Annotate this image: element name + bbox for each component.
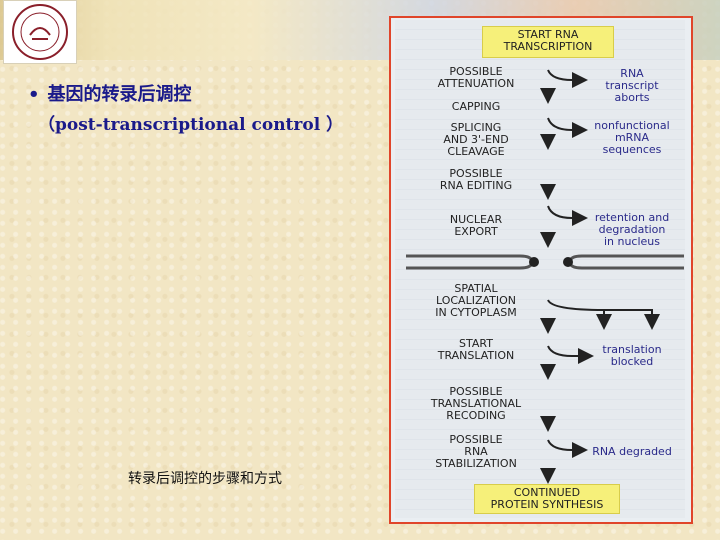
step-capping: CAPPING [451,100,501,113]
step-nuclear-export: NUCLEAR EXPORT [449,213,503,238]
start-transcription-box: START RNA TRANSCRIPTION [482,26,614,58]
outcome-translation-blocked: translation blocked [602,343,662,368]
figure-caption: 转录后调控的步骤和方式 [128,471,282,487]
branch-splicing [547,117,588,138]
step-start-translation: START TRANSLATION [437,337,515,362]
title-text: 基因的转录后调控 [47,84,192,105]
outcome-rna-degraded: RNA degraded [592,445,672,458]
continued-protein-synthesis-box: CONTINUED PROTEIN SYNTHESIS [474,484,620,514]
step-spatial-localization: SPATIAL LOCALIZATION IN CYTOPLASM [435,282,517,319]
outcome-nonfunctional-mrna: nonfunctional mRNA sequences [594,119,670,156]
university-logo [3,0,77,64]
nuclear-membrane-left [406,254,534,270]
outcome-transcript-aborts: RNA transcript aborts [605,67,659,104]
slide-title: • 基因的转录后调控 [28,80,192,106]
step-rna-stabilization: POSSIBLE RNA STABILIZATION [435,433,517,470]
step-rna-editing: POSSIBLE RNA EDITING [439,167,513,192]
branch-attenuation [547,69,588,88]
step-translational-recoding: POSSIBLE TRANSLATIONAL RECODING [430,385,522,422]
branch-stabilization [547,439,588,458]
bullet-icon: • [28,84,40,105]
branch-translation [547,345,594,364]
slide-subtitle: （post-transcriptional control ） [38,115,344,135]
nuclear-membrane-right [568,254,684,270]
step-attenuation: POSSIBLE ATTENUATION [437,65,515,90]
branch-localization-1 [547,299,612,330]
nuclear-pore-left [529,257,539,267]
branch-export [547,205,588,226]
step-splicing: SPLICING AND 3'-END CLEAVAGE [443,121,509,158]
nuclear-pore-right [563,257,573,267]
branch-localization-2 [604,309,660,330]
outcome-nuclear-retention: retention and degradation in nucleus [594,211,670,248]
